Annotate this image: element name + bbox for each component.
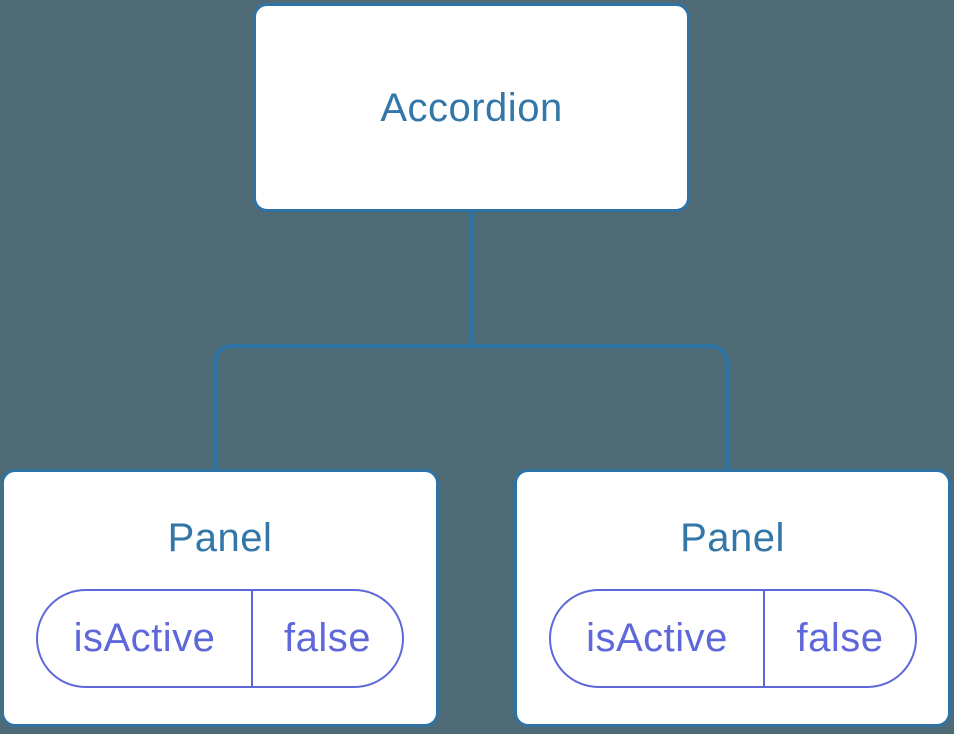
state-pill-2: isActive false [548, 589, 917, 688]
state-value-2: false [763, 591, 914, 686]
component-label-panel-1: Panel [167, 516, 273, 560]
component-node-panel-1: Panel isActive false [1, 469, 439, 727]
component-node-panel-2: Panel isActive false [514, 469, 951, 727]
state-value-1: false [250, 591, 402, 686]
component-label-panel-2: Panel [680, 516, 785, 560]
connector-branch-line [212, 343, 730, 472]
state-name-1: isActive [73, 616, 216, 660]
state-name-2: isActive [586, 616, 728, 660]
component-node-accordion: Accordion [253, 3, 690, 212]
component-label-accordion: Accordion [380, 85, 563, 130]
state-pill-1: isActive false [36, 589, 404, 688]
